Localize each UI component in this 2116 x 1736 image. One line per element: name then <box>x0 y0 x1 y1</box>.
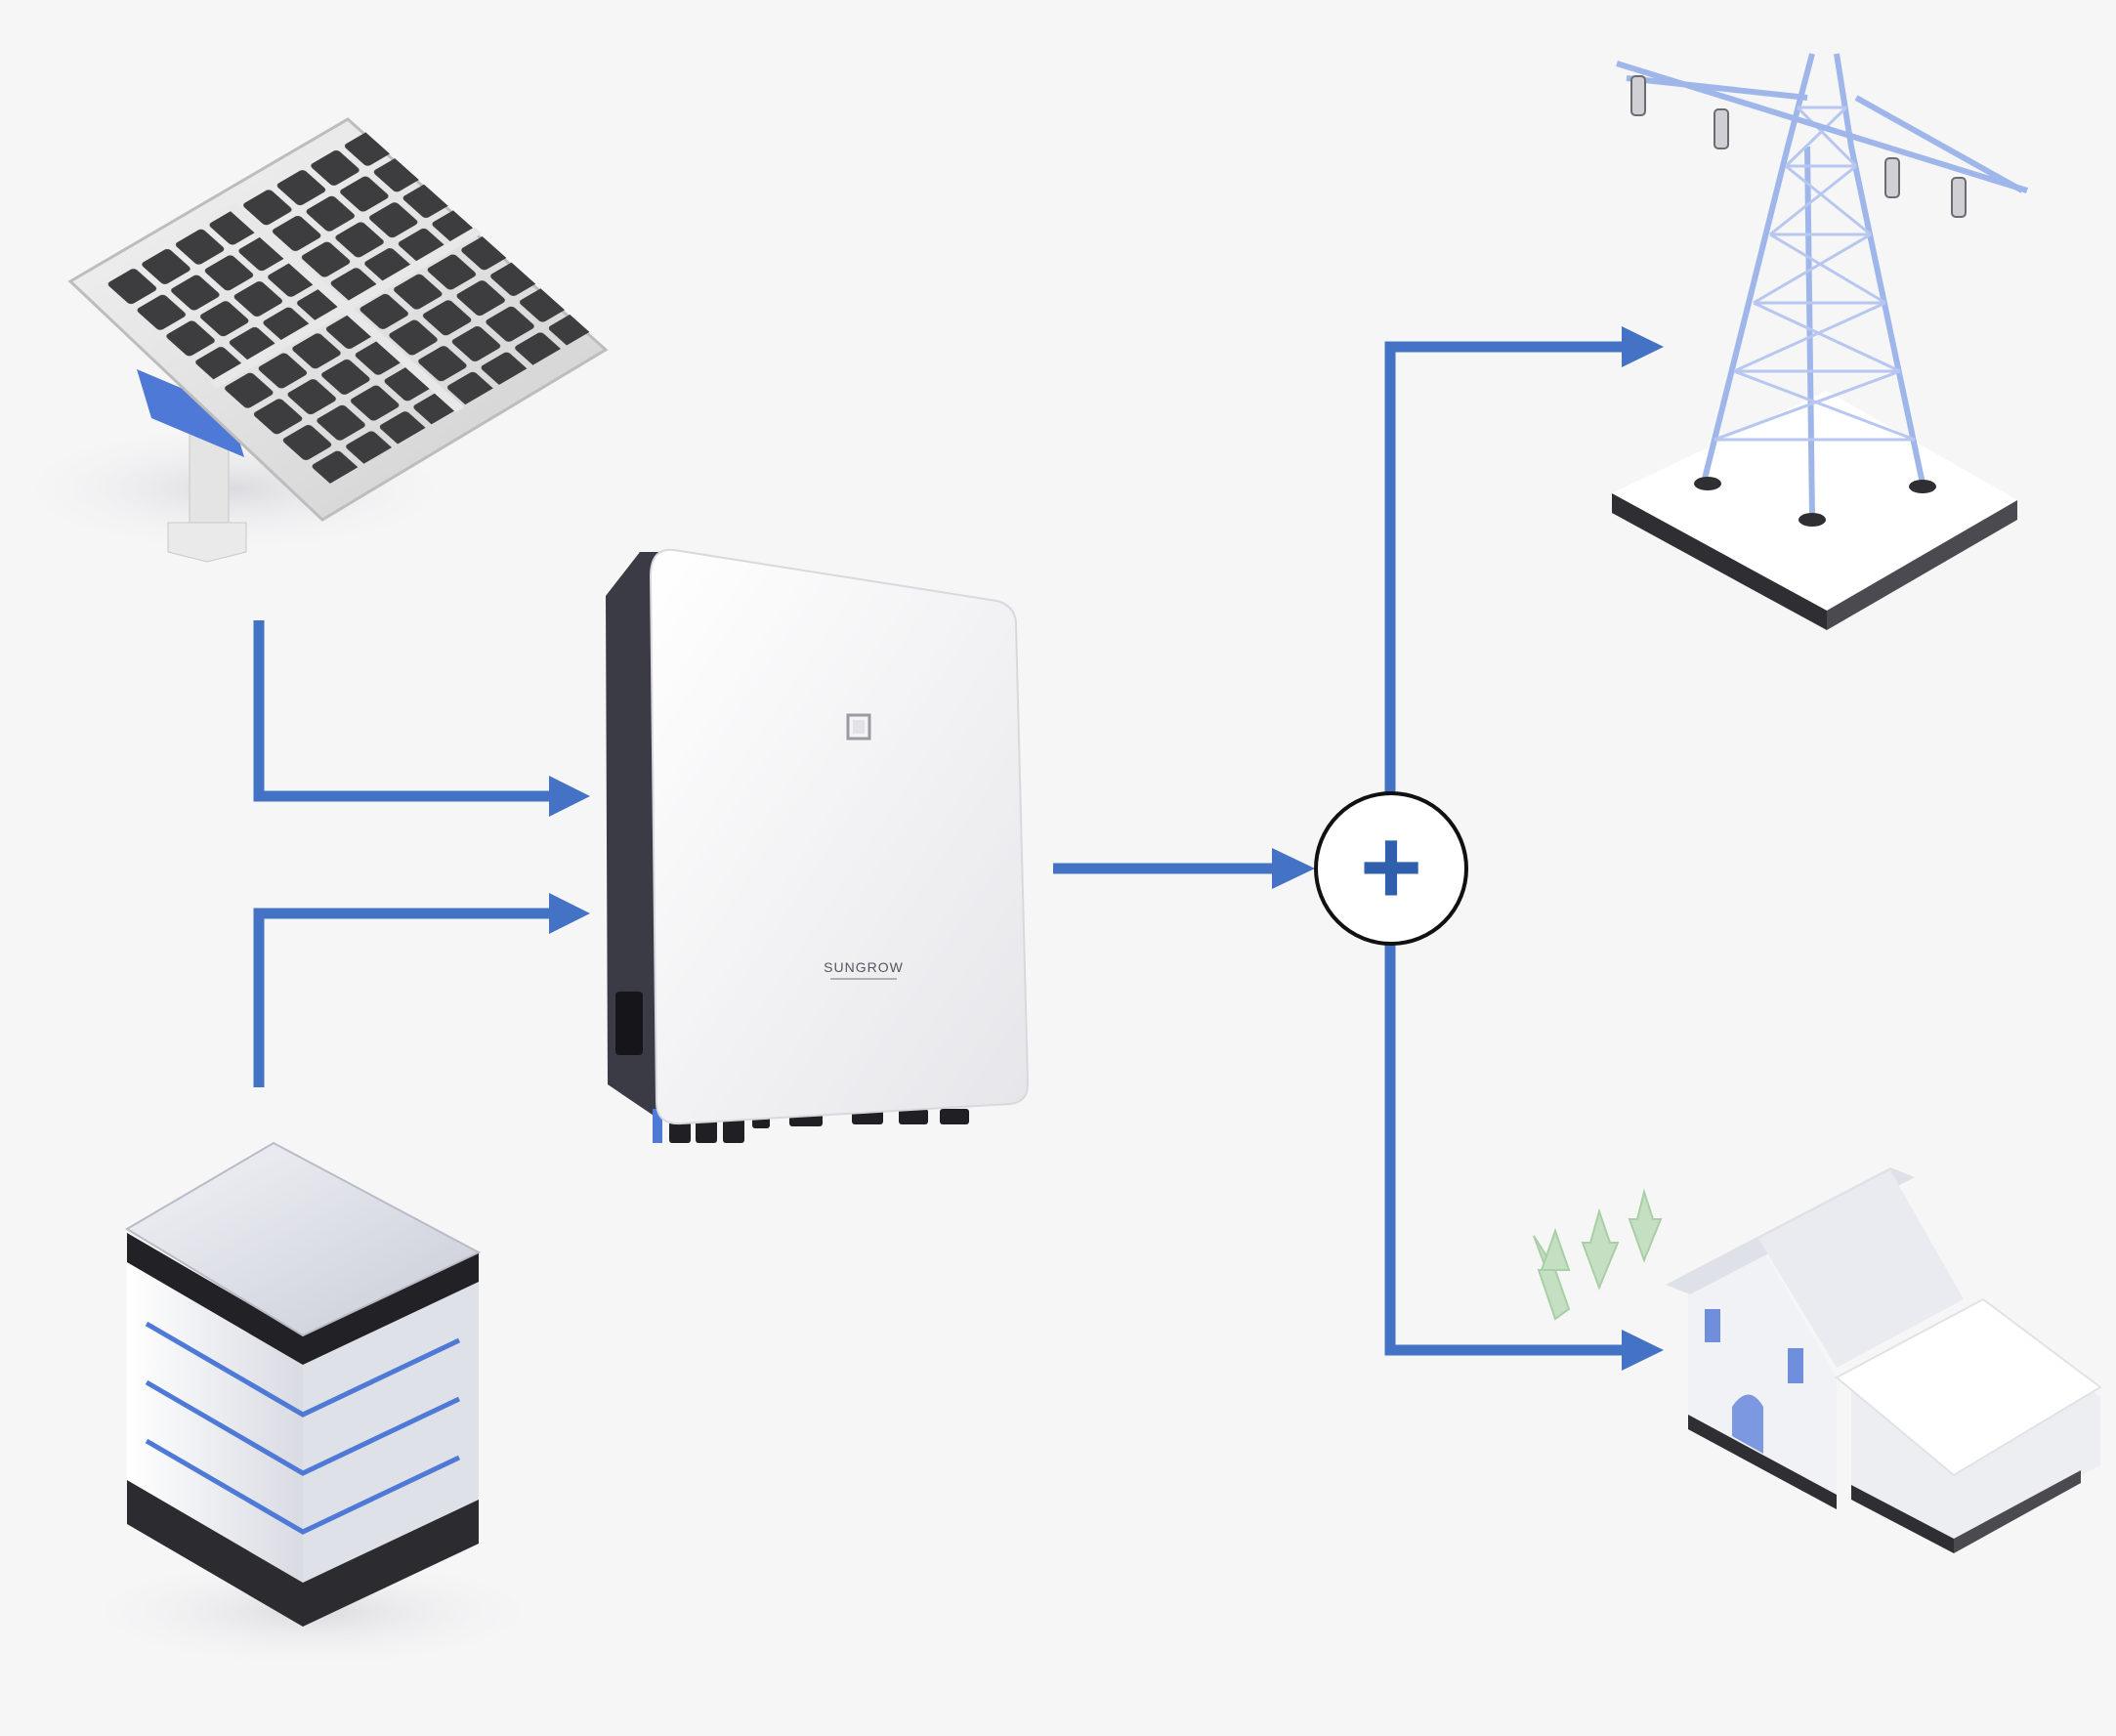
hybrid-inverter-icon: SUNGROW <box>606 548 1030 1143</box>
inverter-brand-label: SUNGROW <box>824 959 904 975</box>
power-pylon-icon <box>1612 53 2028 630</box>
arrowhead-junction-grid <box>1622 326 1664 367</box>
arrowhead-battery-inverter <box>549 893 590 934</box>
junction-plus-symbol: + <box>1360 807 1422 927</box>
flow-junction-to-home <box>1384 944 1629 1356</box>
arrowhead-junction-home <box>1622 1330 1664 1371</box>
flow-solar-to-inverter <box>253 620 557 802</box>
flow-arrowheads <box>549 326 1664 1371</box>
battery-storage-icon <box>68 1141 557 1671</box>
flow-battery-to-inverter <box>253 908 557 1087</box>
arrowhead-inverter-junction <box>1272 848 1315 889</box>
summing-junction: + <box>1314 791 1468 946</box>
flow-junction-to-grid <box>1384 341 1629 793</box>
solar-panel-icon <box>0 117 609 563</box>
house-icon <box>1533 1167 2102 1553</box>
flow-lines <box>253 341 1629 1356</box>
arrowhead-solar-inverter <box>549 776 590 817</box>
